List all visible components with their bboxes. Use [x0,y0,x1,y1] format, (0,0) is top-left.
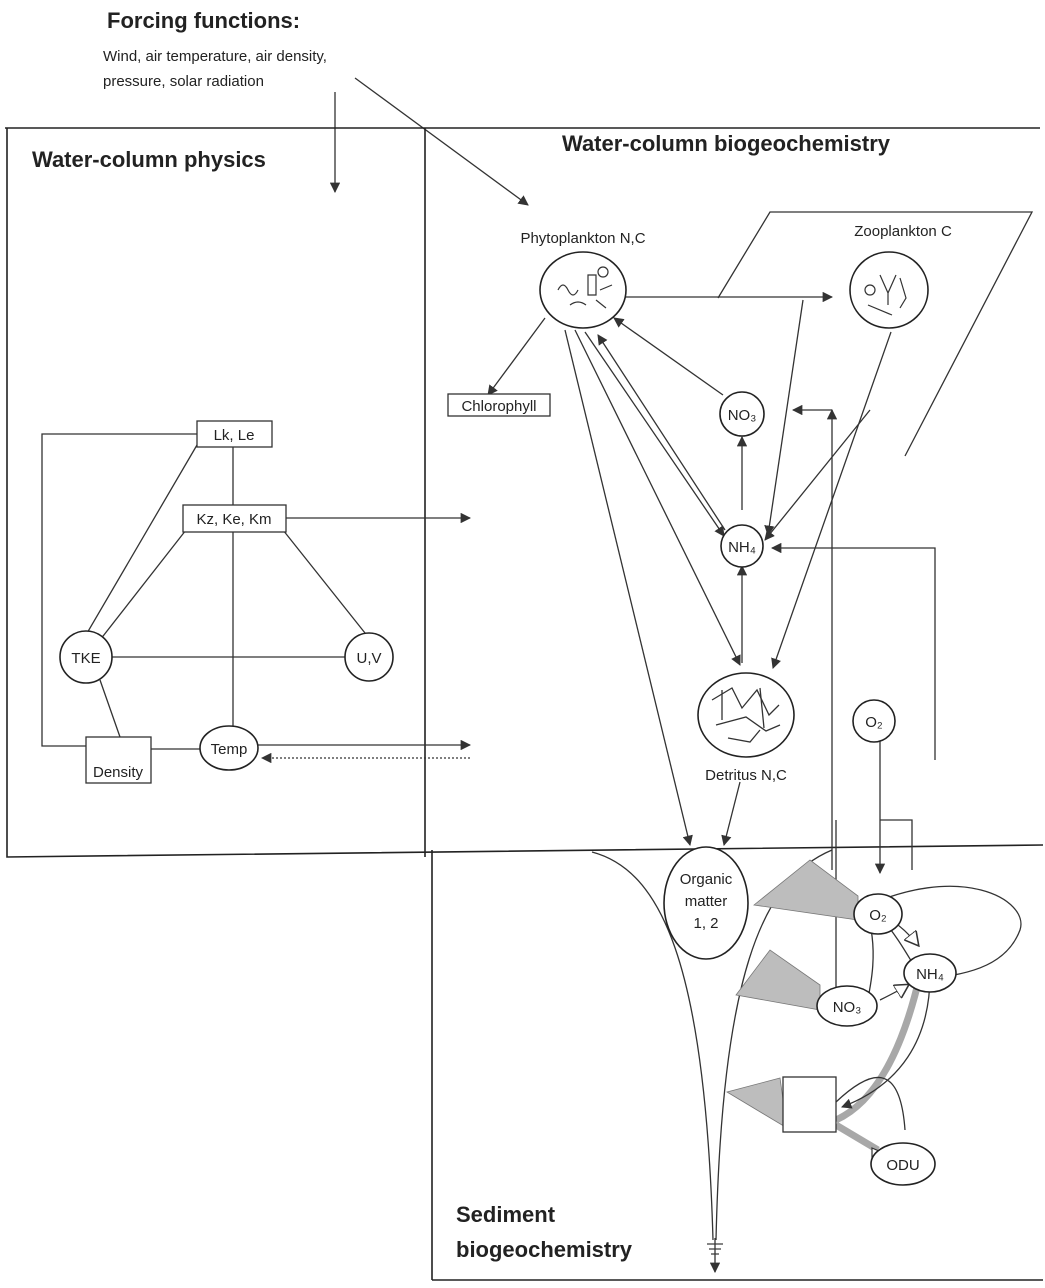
detritus-to-organic-arrow [724,782,740,845]
sediment-title-line-2: biogeochemistry [456,1237,633,1262]
temp-label: Temp [211,741,248,758]
detritus-node: Detritus N,C [698,673,794,784]
kz-ke-km-box: Kz, Ke, Km [183,505,286,532]
o2-water-label: O₂ [865,714,883,731]
temp-node: Temp [200,726,258,770]
o2-sediment-label: O₂ [869,907,887,924]
no3-to-phyto-arrow [614,318,723,395]
kz-ke-km-label: Kz, Ke, Km [196,511,271,528]
uv-node: U,V [345,633,393,681]
box-to-odu-thick-flow [836,1125,878,1150]
physics-panel-title: Water-column physics [32,147,266,172]
lk-density-loop [42,434,197,746]
zooplankton-grazing-trapezoid [718,212,1032,456]
o2-water-node: O₂ [853,700,895,742]
organic-matter-node: Organic matter 1, 2 [664,847,748,959]
sediment-network: Organic matter 1, 2 O₂ NH₄ NO₃ ODU [592,847,1021,1272]
odu-consumption-wedge [727,1078,787,1128]
no3-water-label: NO₃ [728,407,757,424]
no3-water-node: NO₃ [720,392,764,436]
zooplankton-label: Zooplankton C [854,223,952,240]
nh4-sediment-node: NH₄ [904,954,956,992]
zoo-to-nh4-arrow [765,410,870,540]
forcing-line-1: Wind, air temperature, air density, [103,48,327,65]
organic-matter-line-2: matter [685,893,728,910]
odu-node: ODU [871,1143,935,1185]
phytoplankton-node: Phytoplankton N,C [520,230,645,328]
tke-to-density-line [100,680,120,737]
kz-to-uv-line [283,530,365,633]
organic-matter-line-3: 1, 2 [693,915,718,932]
odu-label: ODU [886,1157,919,1174]
phytoplankton-label: Phytoplankton N,C [520,230,645,247]
biogeochem-panel-title: Water-column biogeochemistry [562,131,891,156]
nh4-to-phyto-arrow [598,335,725,530]
kz-to-tke-line [100,530,186,640]
lk-to-tke-line [83,445,197,640]
o2-side-line [880,820,912,870]
phyto-to-detritus-arrow [575,330,740,665]
physics-network: Lk, Le Kz, Ke, Km TKE U,V Temp Density [42,421,470,783]
nh4-sediment-label: NH₄ [916,966,944,983]
nh4-water-node: NH₄ [721,525,763,567]
chlorophyll-label: Chlorophyll [461,398,536,415]
density-label: Density [93,764,144,781]
lk-le-label: Lk, Le [214,427,255,444]
forcing-to-phyto-arrow [355,78,528,205]
phyto-to-chlorophyll-arrow [488,318,545,395]
box-to-odu-curve [836,1077,905,1130]
forcing-functions: Forcing functions: Wind, air temperature… [103,8,528,205]
no3-sediment-node: NO₃ [817,986,877,1026]
tke-label: TKE [71,650,100,667]
forcing-heading: Forcing functions: [107,8,300,33]
lk-le-box: Lk, Le [197,421,272,447]
zooplankton-node: Zooplankton C [850,223,952,328]
nh4-water-label: NH₄ [728,539,756,556]
no3-sediment-label: NO₃ [833,999,862,1016]
phyto-to-organic-arrow [565,330,690,845]
detritus-label: Detritus N,C [705,767,787,784]
density-box: Density [86,737,151,783]
no3-to-nh4-open-arrow [880,985,908,1000]
tke-node: TKE [60,631,112,683]
o2-sediment-node: O₂ [854,894,902,934]
organic-matter-line-1: Organic [680,871,733,888]
sediment-reaction-box [783,1077,836,1132]
uv-label: U,V [356,650,381,667]
forcing-line-2: pressure, solar radiation [103,73,264,90]
phyto-to-nh4-arrow [585,332,724,536]
sediment-title-line-1: Sediment [456,1202,556,1227]
chlorophyll-box: Chlorophyll [448,394,550,416]
